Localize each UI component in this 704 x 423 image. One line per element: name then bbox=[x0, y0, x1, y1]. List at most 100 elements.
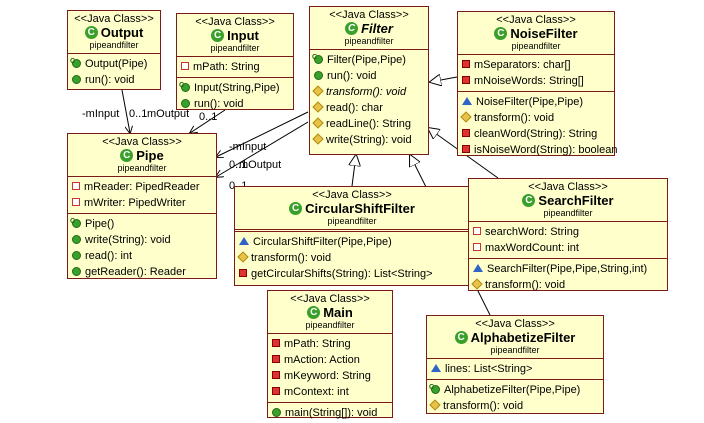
field: mSeparators: char[] bbox=[474, 59, 571, 72]
method: transform(): void bbox=[326, 86, 407, 99]
package-name: pipeandfilter bbox=[327, 216, 377, 227]
methods-section: main(String[]): void bbox=[268, 403, 392, 423]
class-name: NoiseFilter bbox=[510, 26, 578, 41]
static-field-icon bbox=[272, 387, 280, 396]
public-constructor-icon: C bbox=[70, 58, 81, 68]
field: mAction: Action bbox=[284, 354, 360, 367]
field: mPath: String bbox=[193, 61, 260, 74]
stereotype: <<Java Class>> bbox=[195, 16, 275, 28]
static-field-icon bbox=[272, 355, 280, 364]
fields-section bbox=[235, 230, 469, 233]
class-name: Input bbox=[227, 28, 259, 43]
package-field-icon bbox=[431, 364, 441, 373]
field: searchWord: String bbox=[485, 226, 579, 239]
public-method-icon bbox=[72, 74, 81, 84]
field: mKeyword: String bbox=[284, 370, 371, 383]
package-constructor-icon bbox=[239, 237, 249, 246]
method: cleanWord(String): String bbox=[474, 128, 598, 141]
input-pipe-link bbox=[190, 109, 226, 133]
public-method-icon bbox=[72, 250, 81, 260]
protected-abstract-method-icon bbox=[312, 85, 324, 97]
private-method-icon bbox=[462, 145, 470, 154]
stereotype: <<Java Class>> bbox=[528, 181, 608, 193]
class-icon: C bbox=[211, 29, 225, 43]
stereotype: <<Java Class>> bbox=[74, 13, 154, 25]
stereotype: <<Java Class>> bbox=[102, 136, 182, 148]
class-icon: C bbox=[120, 149, 134, 163]
filter-pipe-link-2 bbox=[216, 121, 309, 177]
package-constructor-icon bbox=[462, 97, 472, 106]
method: read(): char bbox=[326, 102, 383, 115]
method: getReader(): Reader bbox=[85, 266, 186, 279]
stereotype: <<Java Class>> bbox=[496, 14, 576, 26]
field: lines: List<String> bbox=[445, 363, 533, 376]
method: transform(): void bbox=[443, 400, 524, 413]
method: Input(String,Pipe) bbox=[194, 82, 280, 95]
protected-method-icon bbox=[460, 111, 472, 123]
package-name: pipeandfilter bbox=[344, 36, 394, 47]
assoc-label-minput-2: -mInput bbox=[229, 141, 267, 153]
protected-method-icon bbox=[312, 133, 324, 145]
method: write(String): void bbox=[85, 234, 171, 247]
package-name: pipeandfilter bbox=[543, 208, 593, 219]
class-name: Main bbox=[323, 305, 353, 320]
method: Pipe() bbox=[85, 218, 115, 231]
static-field-icon bbox=[272, 339, 280, 348]
method: transform(): void bbox=[485, 279, 566, 292]
field: mContext: int bbox=[284, 386, 349, 399]
fields-section: mPath: String bbox=[177, 57, 293, 79]
method: run(): void bbox=[327, 70, 377, 83]
field: mNoiseWords: String[] bbox=[474, 75, 584, 88]
public-constructor-icon: C bbox=[429, 384, 440, 394]
class-name: SearchFilter bbox=[538, 193, 614, 208]
method: Filter(Pipe,Pipe) bbox=[327, 54, 406, 67]
method: isNoiseWord(String): boolean bbox=[474, 144, 618, 157]
abstract-class-icon: C bbox=[345, 22, 359, 36]
assoc-label-minput-1: -mInput bbox=[82, 108, 120, 120]
class-icon: C bbox=[84, 26, 98, 40]
private-field-icon bbox=[72, 198, 80, 207]
fields-section: searchWord: String maxWordCount: int bbox=[469, 222, 667, 260]
class-name: AlphabetizeFilter bbox=[470, 330, 576, 345]
private-field-icon bbox=[473, 243, 481, 252]
method: run(): void bbox=[194, 98, 244, 111]
field: maxWordCount: int bbox=[485, 242, 579, 255]
private-field-icon bbox=[181, 62, 189, 71]
static-final-field-icon bbox=[462, 76, 470, 85]
class-icon: C bbox=[289, 202, 303, 216]
protected-method-icon bbox=[429, 399, 441, 411]
filter-pipe-link-1 bbox=[216, 111, 309, 157]
assoc-label-moutput-1: mOutput bbox=[147, 108, 190, 120]
public-static-method-icon bbox=[272, 407, 281, 417]
class-name: Output bbox=[100, 25, 144, 40]
method: SearchFilter(Pipe,Pipe,String,int) bbox=[487, 263, 648, 276]
private-field-icon bbox=[473, 227, 481, 236]
private-method-icon bbox=[239, 269, 247, 278]
class-icon: C bbox=[494, 27, 508, 41]
private-method-icon bbox=[462, 129, 470, 138]
class-icon: C bbox=[454, 331, 468, 345]
class-name: CircularShiftFilter bbox=[305, 201, 415, 216]
assoc-label-moutput-2: mOutput bbox=[239, 159, 282, 171]
method: write(String): void bbox=[326, 134, 412, 147]
fields-section: mPath: String mAction: Action mKeyword: … bbox=[268, 334, 392, 404]
public-constructor-icon: C bbox=[70, 218, 81, 228]
output-pipe-link bbox=[121, 89, 130, 133]
protected-method-icon bbox=[471, 278, 483, 290]
methods-section: CircularShiftFilter(Pipe,Pipe) transform… bbox=[235, 232, 469, 284]
class-name: Pipe bbox=[136, 148, 164, 163]
method: Output(Pipe) bbox=[85, 58, 148, 71]
